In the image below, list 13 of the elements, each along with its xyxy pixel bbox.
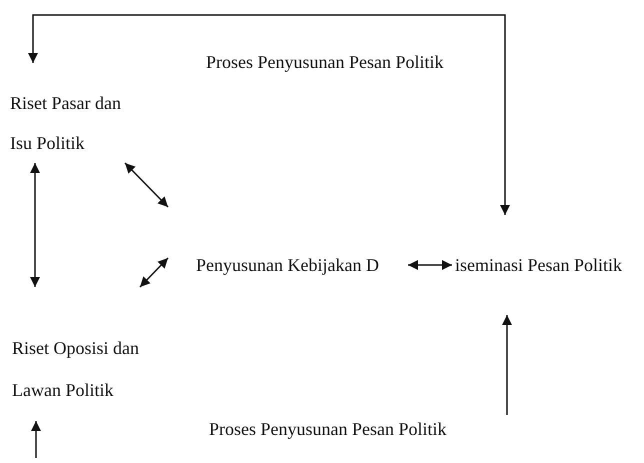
arrow [31,421,41,458]
process-label: Proses Penyusunan Pesan Politik [209,418,447,440]
arrow [30,163,40,287]
process-label: Proses Penyusunan Pesan Politik [206,51,444,73]
arrow [502,315,512,415]
node-text: Penyusunan Kebijakan D [196,254,380,277]
arrow [28,14,510,215]
arrow [408,260,452,270]
node-text: Riset Pasar dan Isu Politik [10,92,122,155]
node-text: iseminasi Pesan Politik [455,254,624,277]
arrow [139,257,169,288]
arrow [124,162,169,208]
node-text: Riset Oposisi dan Lawan Politik [12,337,140,402]
